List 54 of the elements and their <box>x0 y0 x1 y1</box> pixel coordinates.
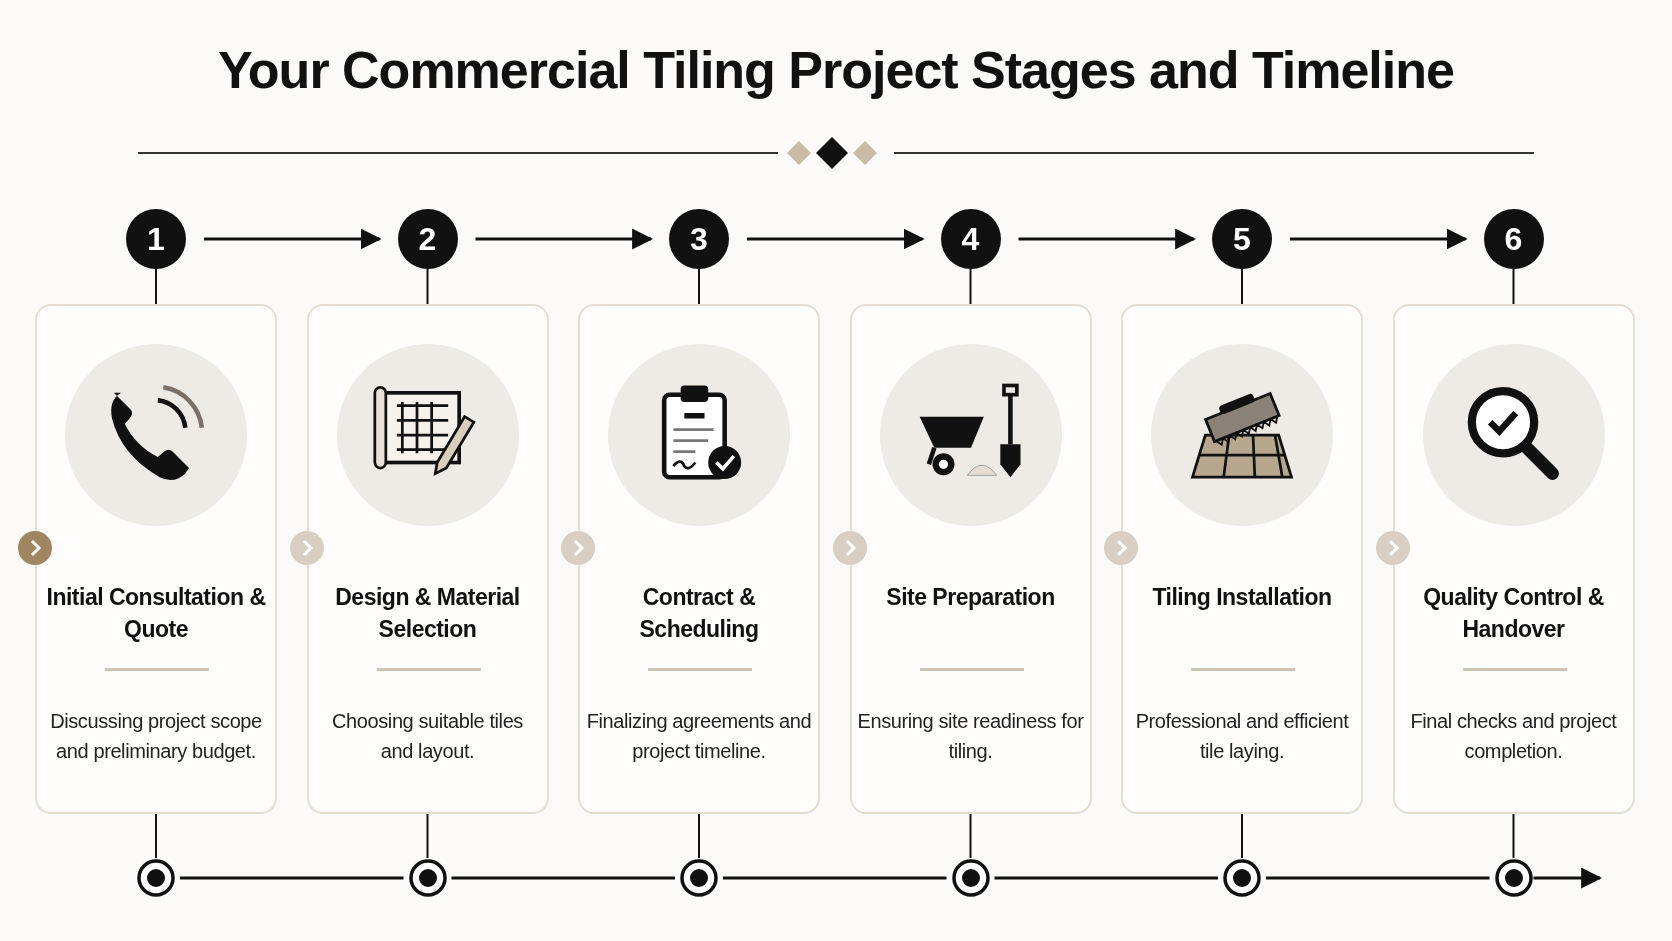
step-number: 2 <box>397 209 458 269</box>
timeline-dot <box>679 858 719 898</box>
connector-line <box>698 268 700 305</box>
stage-card <box>35 304 277 814</box>
stage-card <box>578 304 820 814</box>
stage-card <box>306 304 549 814</box>
timeline-dot <box>950 858 991 898</box>
card-title: Design & Material Selection <box>334 583 521 644</box>
arrow <box>1533 867 1603 889</box>
card-title: Tiling Installation <box>1151 583 1333 612</box>
connector-line <box>426 813 429 859</box>
arrow <box>204 228 382 250</box>
connector-line <box>426 268 429 305</box>
connector-line <box>155 268 157 305</box>
card-description: Professional and efficient tile laying. <box>1134 709 1350 764</box>
card-title: Quality Control & Handover <box>1422 583 1605 644</box>
timeline-dot <box>136 858 176 898</box>
connector-line <box>994 876 1218 880</box>
step-number: 4 <box>940 209 1001 269</box>
card-title: Initial Consultation & Quote <box>45 583 267 644</box>
arrow <box>1018 228 1197 250</box>
connector-line <box>1512 268 1515 305</box>
step-number: 5 <box>1212 209 1272 269</box>
stage-card <box>1392 304 1635 814</box>
card-description: Ensuring site readiness for tiling. <box>857 709 1084 764</box>
card-description: Discussing project scope and preliminary budget. <box>49 709 263 764</box>
timeline-dot <box>1222 858 1262 898</box>
connector-line <box>969 813 972 859</box>
card-description: Choosing suitable tiles and layout. <box>331 709 524 764</box>
card-title: Site Preparation <box>885 583 1056 612</box>
connector-line <box>180 876 404 880</box>
arrow <box>1290 228 1468 250</box>
connector-line <box>1241 268 1243 305</box>
arrow <box>475 228 654 250</box>
step-number: 1 <box>126 209 186 269</box>
card-description: Final checks and project completion. <box>1409 709 1618 764</box>
connector-line <box>723 876 947 880</box>
step-number: 6 <box>1483 209 1544 269</box>
connector-line <box>155 813 157 859</box>
card-title: Contract & Scheduling <box>638 583 760 644</box>
title: Your Commercial Tiling Project Stages and Timeline <box>217 40 1455 100</box>
stage-card <box>849 304 1092 814</box>
arrow <box>747 228 925 250</box>
step-number: 3 <box>669 209 729 269</box>
connector-line <box>1266 876 1490 880</box>
connector-line <box>1241 813 1243 859</box>
timeline-dot <box>407 858 448 898</box>
connector-line <box>698 813 700 859</box>
stage-card <box>1121 304 1363 814</box>
connector-line <box>1512 813 1515 859</box>
connector-line <box>451 876 675 880</box>
connector-line <box>969 268 972 305</box>
card-description: Finalizing agreements and project timeline. <box>586 709 812 764</box>
timeline-dot <box>1493 858 1534 898</box>
